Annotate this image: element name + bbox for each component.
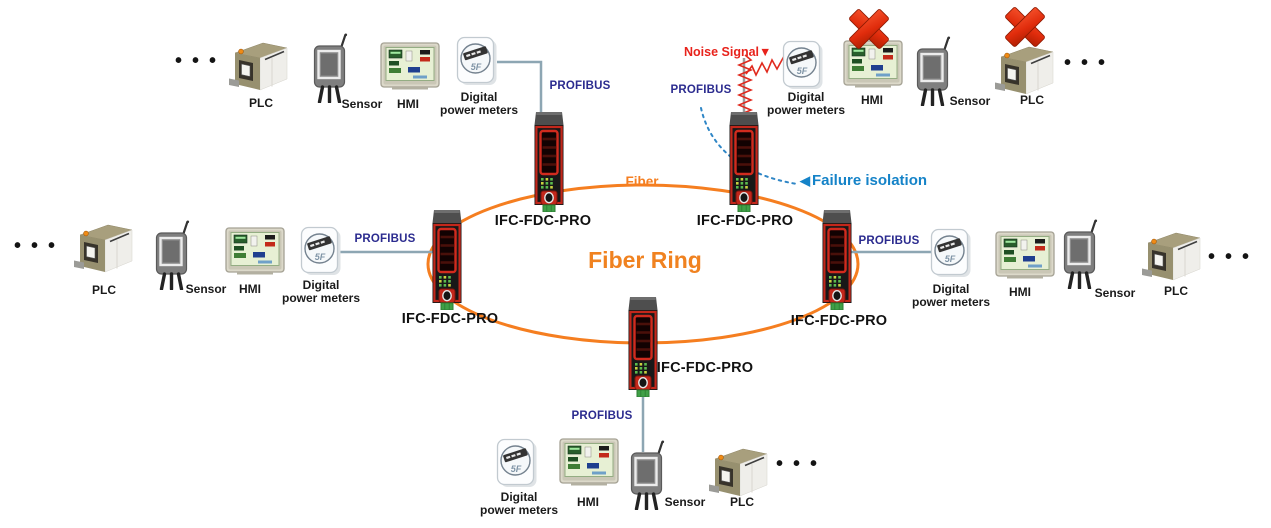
hmi-label-left: HMI xyxy=(239,282,261,296)
power-meter-icon-top-right xyxy=(782,40,824,90)
module-label-left: IFC-FDC-PRO xyxy=(401,311,499,327)
power-meter-icon-top-left xyxy=(456,36,498,86)
plc-label-top-left: PLC xyxy=(249,96,273,110)
plc-icon-left xyxy=(73,224,133,273)
hmi-label-top-right: HMI xyxy=(861,93,883,107)
profibus-wire-top-left xyxy=(497,60,543,116)
sensor-label-bottom: Sensor xyxy=(664,495,706,509)
power-meter-icon-right xyxy=(930,228,972,278)
ellipsis-bottom: ••• xyxy=(776,453,828,475)
sensor-label-top-right: Sensor xyxy=(949,94,991,108)
power-meter-icon-bottom xyxy=(496,438,538,488)
failure-isolation-label: ◀Failure isolation xyxy=(800,172,927,189)
ellipsis-top-right: ••• xyxy=(1064,52,1116,74)
profibus-label-right: PROFIBUS xyxy=(858,235,920,247)
ellipsis-right: ••• xyxy=(1208,246,1260,268)
ellipsis-left: ••• xyxy=(14,235,66,257)
sensor-icon-right xyxy=(1062,219,1099,289)
failure-arrow-icon: ◀ xyxy=(800,173,810,188)
power-meter-icon-left xyxy=(300,226,342,276)
power-meter-label-left: Digital power meters xyxy=(281,278,361,305)
plc-label-top-right: PLC xyxy=(1020,93,1044,107)
noise-signal-zigzag-vertical xyxy=(736,54,754,121)
profibus-label-bottom: PROFIBUS xyxy=(571,410,633,422)
profibus-label-top-left: PROFIBUS xyxy=(549,80,611,92)
hmi-icon-left xyxy=(225,227,285,275)
hmi-label-top-left: HMI xyxy=(397,97,419,111)
hmi-icon-bottom xyxy=(559,438,619,486)
module-label-top-left: IFC-FDC-PRO xyxy=(494,213,592,229)
module-label-bottom: IFC-FDC-PRO xyxy=(656,360,754,376)
hmi-label-bottom: HMI xyxy=(577,495,599,509)
ellipsis-top-left: ••• xyxy=(175,50,227,72)
plc-icon-top-right xyxy=(994,46,1054,95)
module-label-top-right: IFC-FDC-PRO xyxy=(696,213,794,229)
power-meter-label-right: Digital power meters xyxy=(911,282,991,309)
sensor-label-top-left: Sensor xyxy=(341,97,383,111)
hmi-icon-top-right xyxy=(843,40,903,88)
hmi-icon-right xyxy=(995,231,1055,279)
noise-signal-zigzag-horizontal xyxy=(745,56,788,77)
power-meter-label-bottom: Digital power meters xyxy=(479,490,559,517)
hmi-icon-top-left xyxy=(380,42,440,90)
failure-isolation-text: Failure isolation xyxy=(812,172,928,189)
plc-label-left: PLC xyxy=(92,283,116,297)
hmi-label-right: HMI xyxy=(1009,285,1031,299)
plc-icon-bottom xyxy=(708,448,768,497)
ifc-module-icon-right xyxy=(821,210,853,310)
ifc-module-icon-bottom xyxy=(627,297,659,397)
plc-label-right: PLC xyxy=(1164,284,1188,298)
fiber-label: Fiber xyxy=(625,174,659,189)
power-meter-label-top-right: Digital power meters xyxy=(766,90,846,117)
module-label-right: IFC-FDC-PRO xyxy=(790,313,888,329)
sensor-icon-top-left xyxy=(312,33,349,103)
power-meter-label-top-left: Digital power meters xyxy=(439,90,519,117)
ifc-module-icon-top-right xyxy=(728,112,760,212)
profibus-label-left: PROFIBUS xyxy=(354,233,416,245)
profibus-label-top-right: PROFIBUS xyxy=(670,84,732,96)
noise-signal-label: Noise Signal▼ xyxy=(684,45,772,59)
plc-icon-right xyxy=(1141,232,1201,281)
plc-icon-top-left xyxy=(228,42,288,91)
sensor-icon-left xyxy=(154,220,191,290)
sensor-label-right: Sensor xyxy=(1094,286,1136,300)
ifc-module-icon-left xyxy=(431,210,463,310)
plc-label-bottom: PLC xyxy=(730,495,754,509)
fiber-ring-title: Fiber Ring xyxy=(588,247,702,273)
sensor-label-left: Sensor xyxy=(185,282,227,296)
ifc-module-icon-top-left xyxy=(533,112,565,212)
